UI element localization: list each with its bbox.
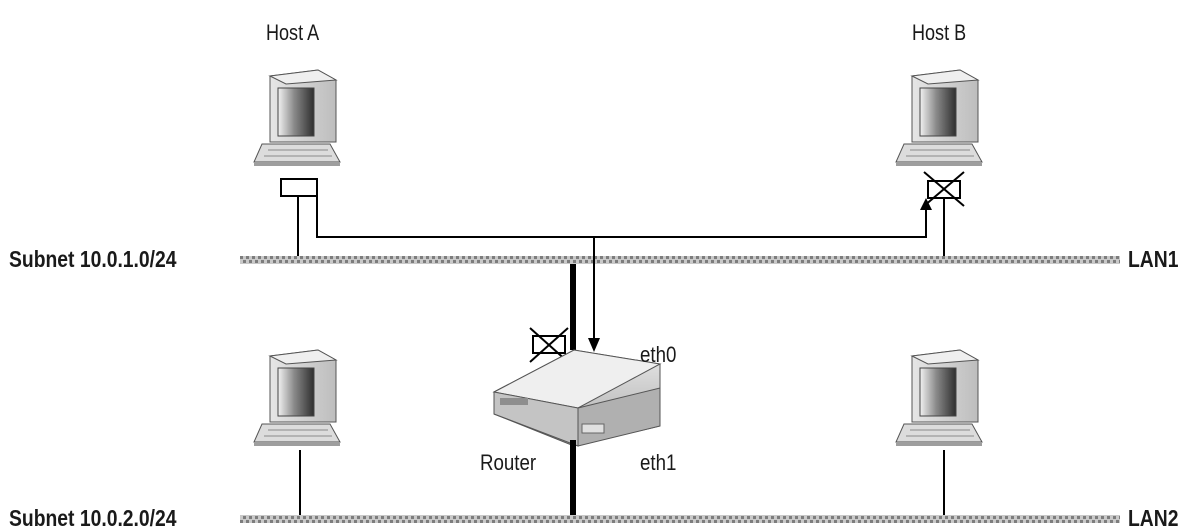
- arrowhead-to-host-b: [920, 198, 932, 210]
- lan2-label: LAN2: [1128, 505, 1179, 531]
- host-b-label: Host B: [912, 20, 967, 45]
- arrowhead-to-router: [588, 338, 600, 352]
- subnet-1-label: Subnet 10.0.1.0/24: [9, 246, 177, 272]
- eth0-label: eth0: [640, 342, 677, 367]
- host-a-nic-icon: [280, 178, 318, 197]
- eth1-label: eth1: [640, 450, 677, 475]
- subnet-2-label: Subnet 10.0.2.0/24: [9, 505, 177, 531]
- lan2-left-computer-icon: [253, 349, 341, 447]
- lan2-right-computer-icon: [895, 349, 983, 447]
- router-icon: [492, 349, 662, 447]
- host-b-computer-icon: [895, 69, 983, 167]
- router-label: Router: [480, 450, 537, 475]
- lan2-cable: [240, 515, 1120, 523]
- host-a-computer-icon: [253, 69, 341, 167]
- router-eth1-cable: [570, 440, 576, 515]
- packet-path-a-to-b: [316, 188, 927, 238]
- router-eth0-cable: [570, 264, 576, 350]
- host-a-label: Host A: [266, 20, 320, 45]
- host-b-blocked-nic-icon: [923, 171, 965, 207]
- lan1-cable: [240, 256, 1120, 264]
- lan1-label: LAN1: [1128, 246, 1179, 272]
